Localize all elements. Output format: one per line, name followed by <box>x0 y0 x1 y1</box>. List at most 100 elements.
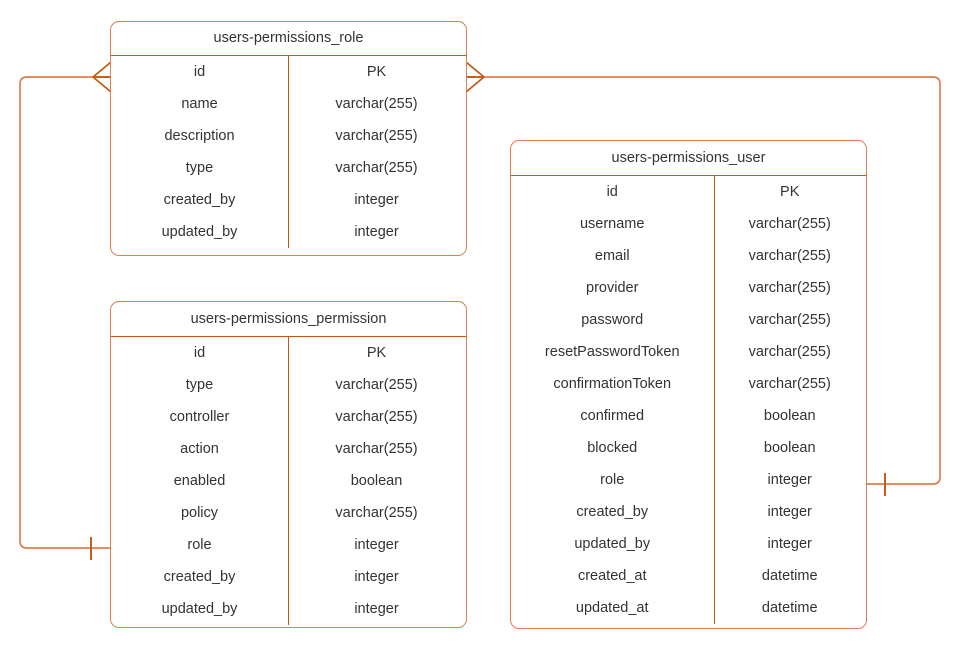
column-name: enabled <box>173 473 226 489</box>
table-row: role integer <box>511 464 866 496</box>
column-name: created_by <box>163 569 236 585</box>
table-row: type varchar(255) <box>111 152 466 184</box>
entity-title-permission: users-permissions_permission <box>111 302 466 337</box>
column-name: id <box>193 64 206 80</box>
table-row: id PK <box>111 56 466 88</box>
table-row: id PK <box>111 337 466 369</box>
table-row: type varchar(255) <box>111 369 466 401</box>
column-name: confirmationToken <box>553 376 672 392</box>
column-name: type <box>185 160 214 176</box>
column-type: PK <box>366 64 387 80</box>
column-type: integer <box>767 536 812 552</box>
column-type: boolean <box>763 440 816 456</box>
column-type: integer <box>354 537 399 553</box>
column-type: datetime <box>761 568 818 584</box>
column-name: updated_by <box>574 536 651 552</box>
column-name: id <box>193 345 206 361</box>
entity-title-role: users-permissions_role <box>111 22 466 56</box>
table-row: password varchar(255) <box>511 304 866 336</box>
connector-line-user-role <box>466 76 941 485</box>
column-name: role <box>600 472 625 488</box>
column-type: integer <box>354 569 399 585</box>
table-row: updated_by integer <box>511 528 866 560</box>
table-row: confirmationToken varchar(255) <box>511 368 866 400</box>
column-type: varchar(255) <box>335 505 418 521</box>
column-type: varchar(255) <box>748 248 831 264</box>
column-type: integer <box>354 601 399 617</box>
entity-users-permissions-user[interactable]: users-permissions_user id PK username va… <box>510 140 867 629</box>
table-row: policy varchar(255) <box>111 497 466 529</box>
column-name: updated_by <box>161 601 238 617</box>
column-type: integer <box>767 504 812 520</box>
column-name: resetPasswordToken <box>544 344 680 360</box>
column-type: varchar(255) <box>335 409 418 425</box>
column-name: action <box>180 441 219 457</box>
relationship-permission-role <box>19 61 112 560</box>
table-row: id PK <box>511 176 866 208</box>
column-type: varchar(255) <box>748 376 831 392</box>
table-row: role integer <box>111 529 466 561</box>
table-row: updated_at datetime <box>511 592 866 624</box>
column-type: boolean <box>350 473 403 489</box>
column-name: blocked <box>587 440 638 456</box>
table-row: updated_by integer <box>111 216 466 248</box>
column-name: provider <box>586 280 639 296</box>
column-name: policy <box>180 505 219 521</box>
column-name: role <box>187 537 212 553</box>
column-name: email <box>594 248 630 264</box>
connector-line-permission-role <box>19 76 111 549</box>
column-type: integer <box>354 224 399 240</box>
column-type: integer <box>767 472 812 488</box>
column-type: varchar(255) <box>335 441 418 457</box>
table-row: created_by integer <box>111 561 466 593</box>
table-row: action varchar(255) <box>111 433 466 465</box>
table-row: created_by integer <box>511 496 866 528</box>
entity-users-permissions-role[interactable]: users-permissions_role id PK name varcha… <box>110 21 467 256</box>
entity-users-permissions-permission[interactable]: users-permissions_permission id PK type … <box>110 301 467 628</box>
column-divider-role <box>288 56 289 248</box>
column-type: datetime <box>761 600 818 616</box>
table-row: updated_by integer <box>111 593 466 625</box>
table-row: created_by integer <box>111 184 466 216</box>
column-name: name <box>181 96 218 112</box>
column-divider-permission <box>288 337 289 625</box>
column-type: varchar(255) <box>748 312 831 328</box>
table-row: controller varchar(255) <box>111 401 466 433</box>
entity-body-permission: id PK type varchar(255) controller varch… <box>111 337 466 625</box>
table-row: confirmed boolean <box>511 400 866 432</box>
column-name: controller <box>169 409 230 425</box>
column-type: varchar(255) <box>335 160 418 176</box>
table-row: email varchar(255) <box>511 240 866 272</box>
entity-body-role: id PK name varchar(255) description varc… <box>111 56 466 248</box>
table-row: created_at datetime <box>511 560 866 592</box>
column-type: integer <box>354 192 399 208</box>
column-name: type <box>185 377 214 393</box>
column-name: confirmed <box>580 408 645 424</box>
column-type: varchar(255) <box>335 96 418 112</box>
crowsfoot-many-role-right <box>465 61 485 93</box>
column-name: description <box>164 128 235 144</box>
column-name: password <box>581 312 644 328</box>
column-type: varchar(255) <box>335 128 418 144</box>
table-row: resetPasswordToken varchar(255) <box>511 336 866 368</box>
crowsfoot-many-role-left <box>92 61 112 93</box>
column-name: created_by <box>163 192 236 208</box>
column-name: updated_by <box>161 224 238 240</box>
column-type: PK <box>780 184 800 200</box>
table-row: provider varchar(255) <box>511 272 866 304</box>
column-type: boolean <box>763 408 816 424</box>
table-row: name varchar(255) <box>111 88 466 120</box>
relationship-user-role <box>465 61 941 496</box>
table-row: username varchar(255) <box>511 208 866 240</box>
column-type: varchar(255) <box>335 377 418 393</box>
column-name: username <box>579 216 645 232</box>
table-row: description varchar(255) <box>111 120 466 152</box>
column-name: created_by <box>576 504 649 520</box>
column-type: PK <box>366 345 387 361</box>
entity-title-user: users-permissions_user <box>511 141 866 176</box>
column-name: id <box>606 184 618 200</box>
column-name: created_at <box>577 568 647 584</box>
column-type: varchar(255) <box>748 344 831 360</box>
